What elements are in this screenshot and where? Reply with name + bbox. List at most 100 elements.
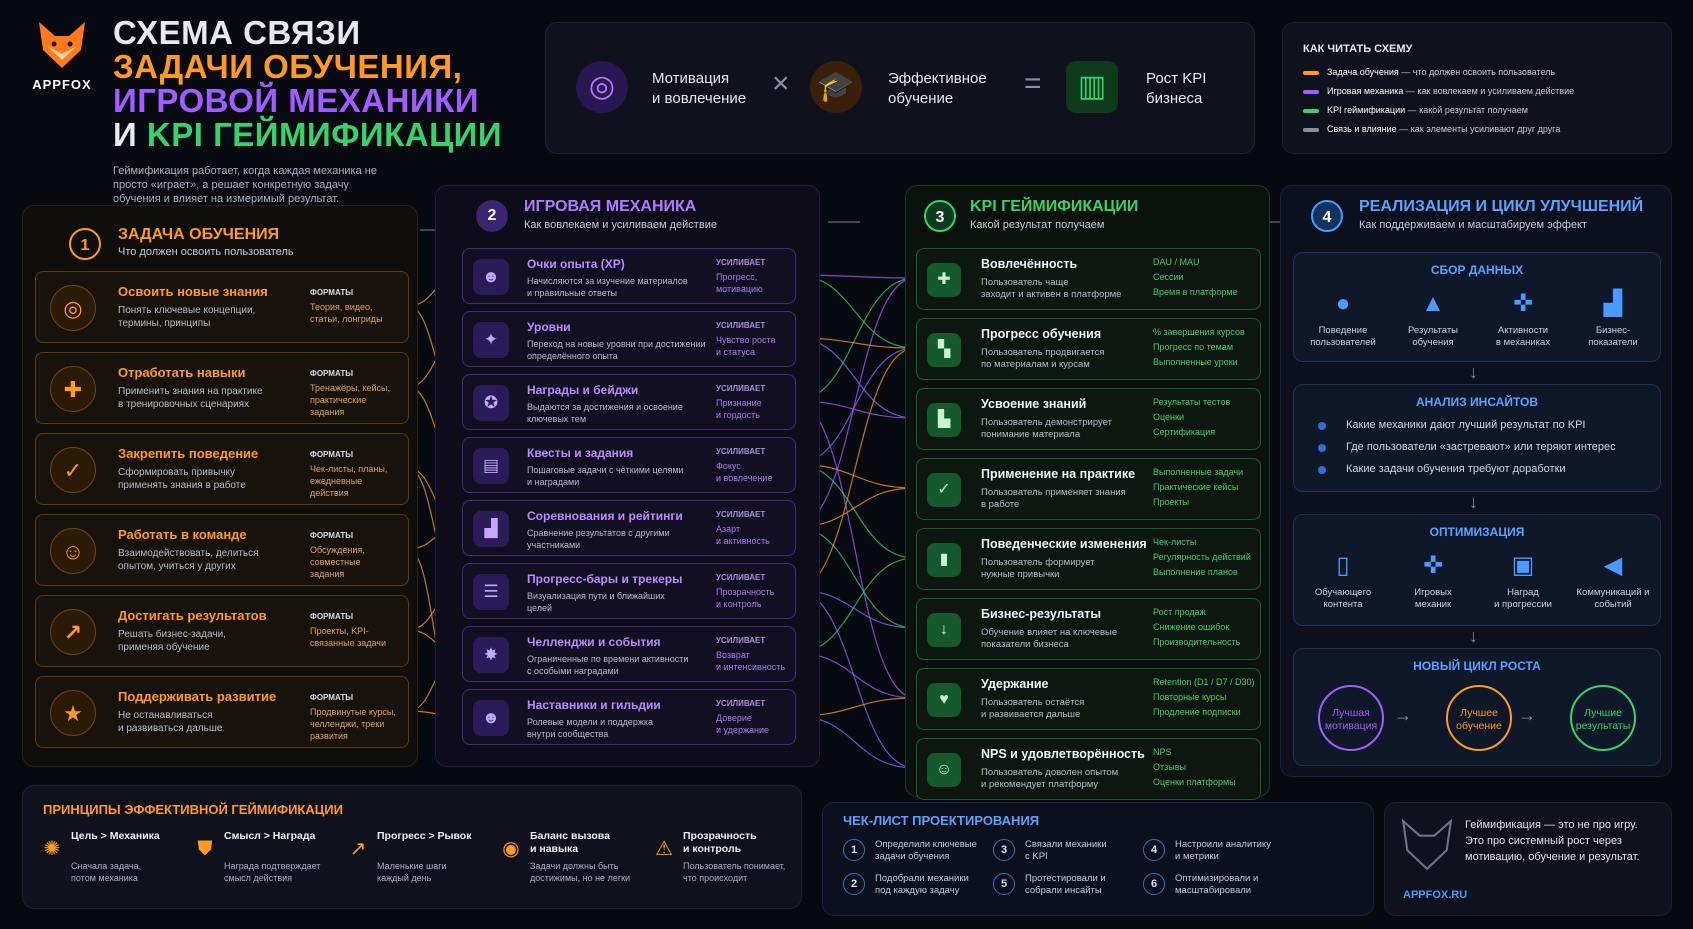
mechanic-desc-1: Пошаговые задачи с чёткими целями	[527, 465, 684, 475]
boost-line-2: и контроль	[716, 599, 762, 609]
mechanic-desc-2: целей	[527, 603, 553, 613]
event-icon: ✸	[473, 637, 509, 673]
legend-item-rest: — какой результат получаем	[1405, 105, 1528, 115]
warning-icon: ⚠	[655, 838, 673, 860]
footer-panel: Геймификация — это не про игру. Это про …	[1384, 802, 1672, 916]
mentor-icon: ☻	[473, 700, 509, 736]
metric-2: Сессии	[1153, 272, 1184, 282]
equals-operator: =	[1024, 67, 1042, 100]
column-learning-tasks: 1 ЗАДАЧА ОБУЧЕНИЯ Что должен освоить пол…	[22, 205, 418, 767]
equation-item-3: Рост KPI бизнеса	[1146, 69, 1206, 109]
insights-block: АНАЛИЗ ИНСАЙТОВ Какие механики дают лучш…	[1293, 384, 1661, 492]
metric-3: Продление подписки	[1153, 707, 1241, 717]
legend-item-bold: KPI геймификации	[1327, 105, 1406, 115]
kpi-title: Усвоение знаний	[981, 397, 1087, 411]
target-icon: ◎	[576, 61, 628, 113]
fox-icon	[1399, 817, 1455, 873]
boosts-label: УСИЛИВАЕТ	[716, 699, 766, 708]
column-2-title: ИГРОВАЯ МЕХАНИКА	[524, 198, 697, 215]
block-item-line-1: Наград	[1507, 587, 1539, 598]
task-desc-1: Взаимодействовать, делиться	[118, 548, 259, 559]
equation-banner: ◎ Мотивация и вовлечение × 🎓 Эффективное…	[545, 22, 1255, 154]
insight-item: Какие задачи обучения требуют доработки	[1318, 463, 1566, 475]
mechanic-title: Уровни	[527, 320, 571, 334]
metric-1: Результаты тестов	[1153, 397, 1231, 407]
site-link[interactable]: APPFOX.RU	[1403, 889, 1468, 901]
legend-item-bold: Связь и влияние	[1327, 124, 1397, 134]
block-item[interactable]: ▟Бизнес-показатели	[1568, 289, 1658, 349]
puzzle-icon: ✚	[50, 366, 96, 412]
format-line-2: связанные задачи	[310, 638, 387, 648]
kpi-title: Прогресс обучения	[981, 327, 1102, 341]
checklist-step-line-1: Связали механики	[1025, 839, 1107, 850]
kpi-title: NPS и удовлетворённость	[981, 747, 1145, 761]
task-desc-2: опытом, учиться у других	[118, 561, 236, 572]
plus-box-icon: ✚	[927, 263, 961, 297]
metric-1: Выполненные задачи	[1153, 467, 1244, 477]
block-item-line-1: Коммуникаций и	[1576, 587, 1650, 598]
kpi-desc-2: и развивается дальше	[981, 709, 1081, 720]
format-line-3: задания	[310, 569, 345, 579]
kpi-desc-2: в работе	[981, 499, 1020, 510]
mechanic-desc-2: участниками	[527, 540, 581, 550]
task-desc-2: термины, принципы	[118, 318, 211, 329]
cycle-arrow-icon: →	[1394, 705, 1412, 725]
boost-line-1: Чувство роста	[716, 335, 776, 345]
metric-3: Проекты	[1153, 497, 1190, 507]
principle-desc-1: Награда подтверждает	[224, 861, 321, 871]
kpi-desc-2: понимание материала	[981, 429, 1081, 440]
kpi-title: Бизнес-результаты	[981, 607, 1102, 621]
equation-item-1-line-2: и вовлечение	[652, 90, 747, 107]
boosts-label: УСИЛИВАЕТ	[716, 510, 766, 519]
equation-item-2: Эффективное обучение	[888, 69, 987, 109]
equation-item-3-line-2: бизнеса	[1146, 90, 1203, 107]
brand-logo[interactable]: APPFOX	[22, 20, 102, 92]
task-desc-1: Не останавливаться	[118, 710, 213, 721]
gear-icon: ✺	[43, 838, 61, 860]
formats-label: ФОРМАТЫ	[310, 612, 354, 621]
block-item-line-2: контента	[1323, 599, 1363, 610]
heart-icon: ♥	[927, 683, 961, 717]
legend-panel: КАК ЧИТАТЬ СХЕМУ Задача обучения — что д…	[1282, 22, 1672, 154]
checklist-title: ЧЕК-ЛИСТ ПРОЕКТИРОВАНИЯ	[843, 813, 1040, 828]
checklist-step-number: 3	[993, 839, 1015, 861]
mechanic-desc-1: Ролевые модели и поддержка	[527, 717, 654, 727]
boost-line-2: и статуса	[716, 347, 755, 357]
insight-item: Какие механики дают лучший результат по …	[1318, 419, 1586, 431]
insights-title: АНАЛИЗ ИНСАЙТОВ	[1415, 395, 1539, 409]
mechanic-card[interactable]: ☻Очки опыта (XP)Начисляются за изучение …	[462, 248, 796, 304]
down-arrow-icon: ↓	[1469, 492, 1478, 512]
title-line-4-prefix: И	[113, 116, 147, 153]
metric-3: Выполнение планов	[1153, 567, 1238, 577]
title-line-4-accent: KPI ГЕЙМИФИКАЦИИ	[146, 116, 503, 153]
